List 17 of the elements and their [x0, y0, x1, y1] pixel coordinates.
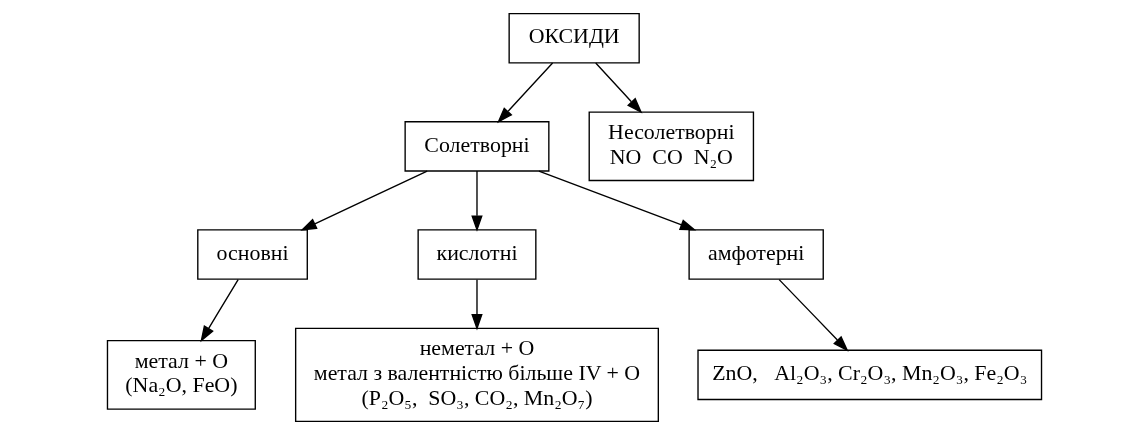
arrow	[470, 170, 483, 232]
node-box: неметал + O метал з валентністю більше IV + O (P₂O₅, SO₃, CO₂, Mn₂O₇)	[294, 327, 659, 423]
node-box: амфотерні	[687, 229, 824, 280]
arrow	[537, 170, 696, 231]
node-box: Несолетворні NO CO N₂O	[588, 111, 754, 182]
arrow	[594, 62, 642, 114]
arrow	[299, 170, 428, 231]
arrow	[470, 278, 483, 331]
node-box: Солетворні	[403, 121, 550, 172]
arrow	[778, 278, 849, 352]
node-box: ZnO, Al₂O₃, Cr₂O₃, Mn₂O₃, Fe₂O₃	[696, 349, 1042, 401]
node-box: кислотні	[416, 229, 537, 280]
arrow	[496, 62, 553, 124]
node-box: основні	[196, 229, 308, 280]
node-box: ОКСИДИ	[507, 12, 640, 64]
arrow	[199, 278, 239, 343]
node-box: метал + O (Na₂O, FeO)	[106, 340, 256, 410]
